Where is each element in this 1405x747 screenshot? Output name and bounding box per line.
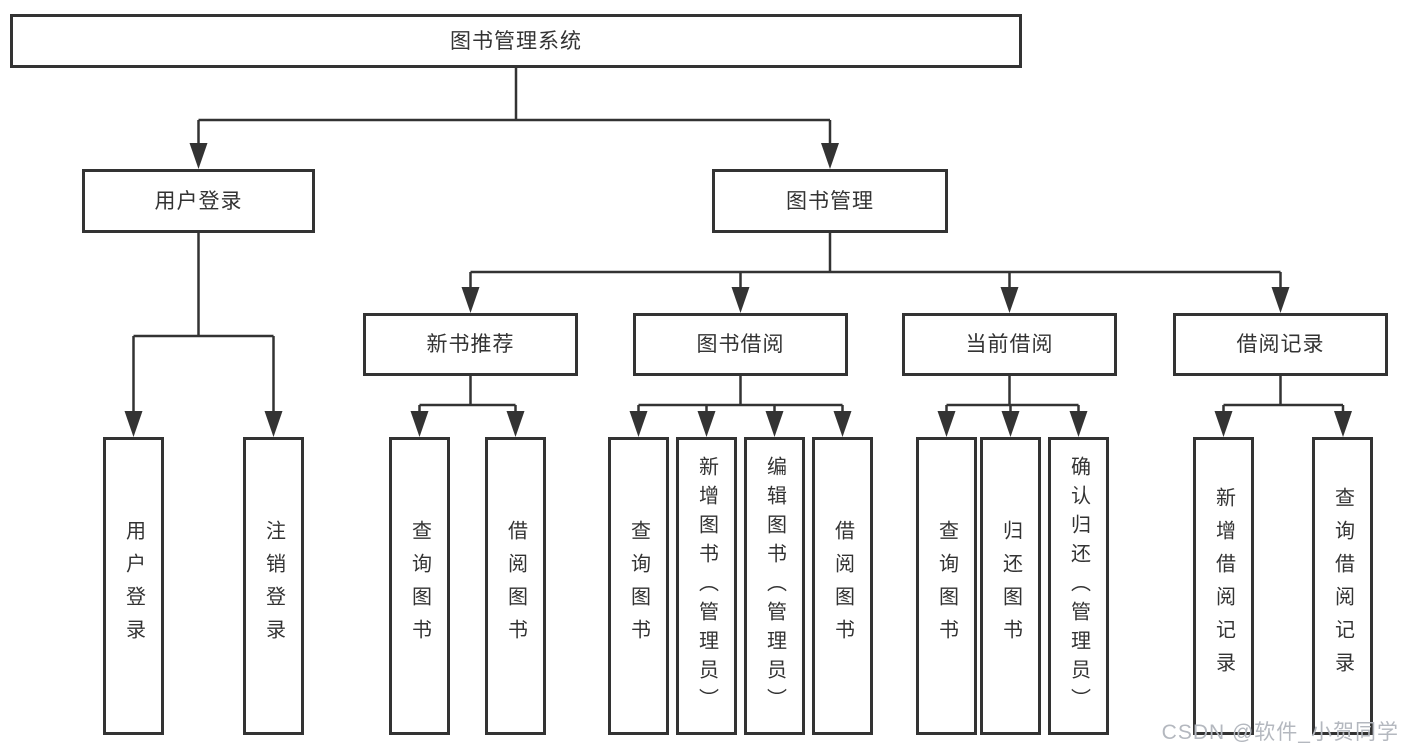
leaf-add-books-admin: 新增图书（管理员） bbox=[676, 437, 737, 735]
node-book-management: 图书管理 bbox=[712, 169, 948, 233]
node-book-borrow: 图书借阅 bbox=[633, 313, 848, 376]
leaf-label: 查询图书 bbox=[408, 520, 431, 652]
leaf-label: 归还图书 bbox=[999, 520, 1022, 652]
leaf-add-borrow-record: 新增借阅记录 bbox=[1193, 437, 1254, 735]
leaf-label: 查询图书 bbox=[935, 520, 958, 652]
leaf-label: 用户登录 bbox=[122, 520, 145, 652]
node-current-borrow: 当前借阅 bbox=[902, 313, 1117, 376]
node-borrow-records: 借阅记录 bbox=[1173, 313, 1388, 376]
leaf-label: 借阅图书 bbox=[504, 520, 527, 652]
csdn-watermark: CSDN @软件_小贺同学 bbox=[1161, 721, 1399, 744]
leaf-query-books-current: 查询图书 bbox=[916, 437, 977, 735]
node-user-login: 用户登录 bbox=[82, 169, 315, 233]
leaf-label: 编辑图书（管理员） bbox=[763, 455, 786, 717]
leaf-confirm-return-admin: 确认归还（管理员） bbox=[1048, 437, 1109, 735]
leaf-label: 借阅图书 bbox=[831, 520, 854, 652]
leaf-query-books-recommend: 查询图书 bbox=[389, 437, 450, 735]
leaf-query-books-borrow: 查询图书 bbox=[608, 437, 669, 735]
leaf-borrow-books: 借阅图书 bbox=[812, 437, 873, 735]
leaf-logout: 注销登录 bbox=[243, 437, 304, 735]
leaf-return-books: 归还图书 bbox=[980, 437, 1041, 735]
leaf-label: 新增图书（管理员） bbox=[695, 455, 718, 717]
leaf-label: 查询图书 bbox=[627, 520, 650, 652]
leaf-borrow-books-recommend: 借阅图书 bbox=[485, 437, 546, 735]
leaf-query-borrow-record: 查询借阅记录 bbox=[1312, 437, 1373, 735]
node-library-system: 图书管理系统 bbox=[10, 14, 1022, 68]
leaf-user-login: 用户登录 bbox=[103, 437, 164, 735]
leaf-label: 注销登录 bbox=[262, 520, 285, 652]
node-new-book-recommend: 新书推荐 bbox=[363, 313, 578, 376]
leaf-label: 查询借阅记录 bbox=[1331, 487, 1354, 685]
leaf-label: 确认归还（管理员） bbox=[1067, 455, 1090, 717]
leaf-label: 新增借阅记录 bbox=[1212, 487, 1235, 685]
leaf-edit-books-admin: 编辑图书（管理员） bbox=[744, 437, 805, 735]
